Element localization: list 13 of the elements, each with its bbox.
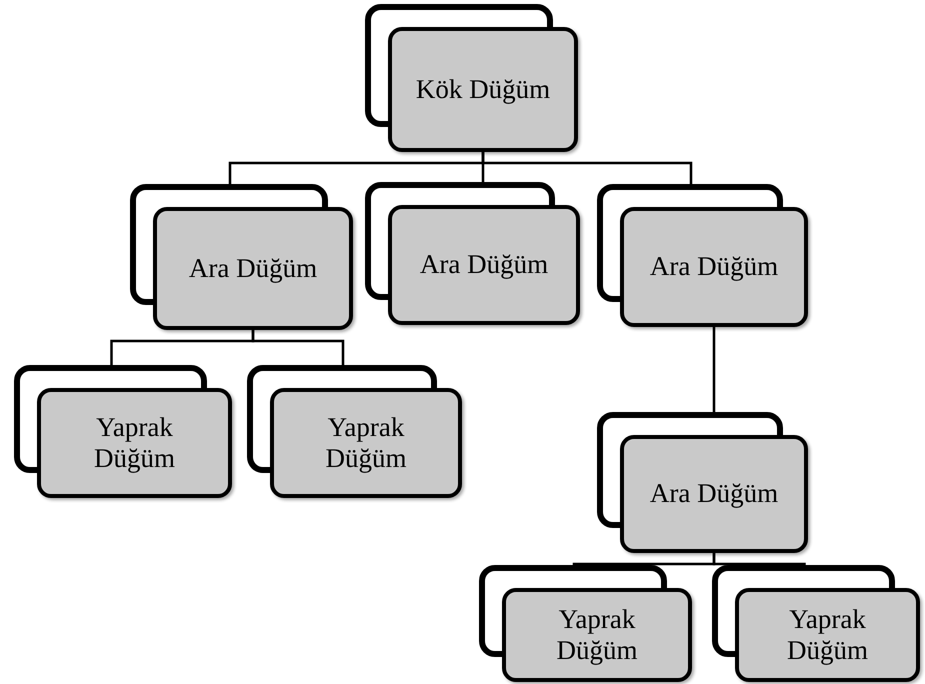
node-label: Yaprak Düğüm [93, 412, 176, 474]
node-label: Ara Düğüm [650, 478, 778, 510]
connector-line [712, 553, 806, 566]
node-label: Ara Düğüm [188, 252, 318, 284]
node-label: Ara Düğüm [420, 249, 548, 281]
connector-line [482, 152, 692, 184]
connector-line [252, 330, 344, 365]
node-label: Yaprak Düğüm [556, 604, 638, 666]
node-label: Yaprak Düğüm [786, 604, 869, 666]
connector-line [712, 327, 716, 412]
node-label: Ara Düğüm [650, 251, 778, 283]
node-label: Yaprak Düğüm [324, 412, 408, 474]
node-label: Kök Düğüm [416, 74, 550, 106]
